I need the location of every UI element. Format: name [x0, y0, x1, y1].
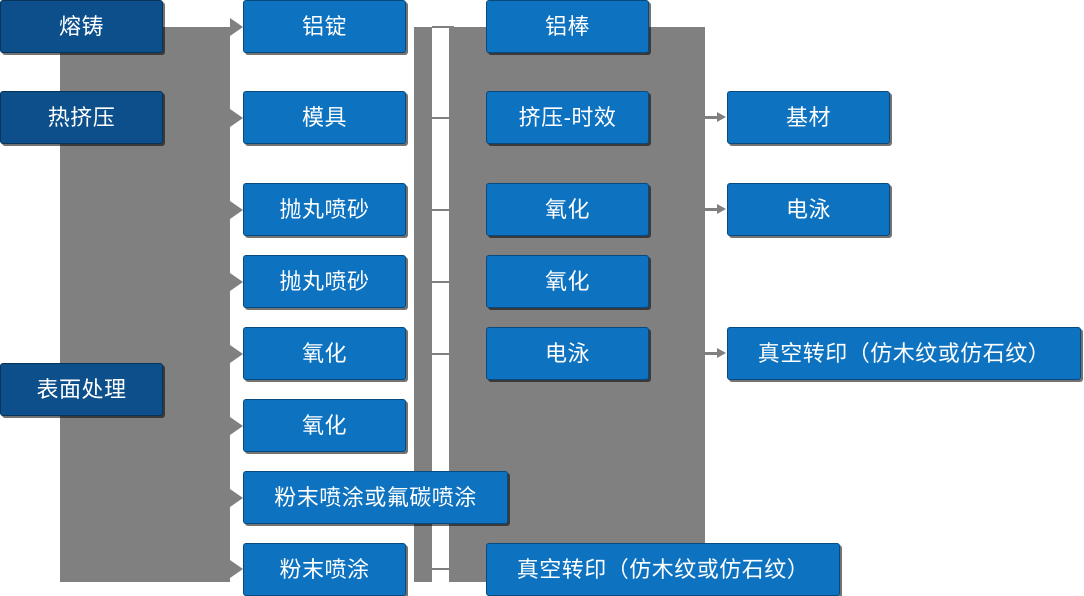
node-base-material[interactable]: 基材 — [727, 91, 890, 144]
stage-melt-cast-label: 熔铸 — [58, 13, 104, 39]
arrow-right-to-mold — [230, 109, 243, 127]
connector-hairline-4 — [432, 281, 454, 283]
node-aluminum-bar-label: 铝棒 — [544, 13, 590, 39]
connector-hairline-1 — [432, 26, 454, 28]
arrow-down-to-hot-extrude — [69, 78, 87, 91]
node-powder-coating-label: 粉末喷涂 — [279, 556, 370, 582]
connector-hairline-2 — [432, 117, 454, 119]
node-powder-or-pvdf[interactable]: 粉末喷涂或氟碳喷涂 — [243, 471, 508, 524]
node-oxidation-2-label: 氧化 — [301, 412, 347, 438]
node-aluminum-bar[interactable]: 铝棒 — [486, 0, 649, 53]
node-vacuum-transfer-2-label: 真空转印（仿木纹或仿石纹） — [757, 340, 1051, 366]
node-oxidation-4-label: 氧化 — [544, 268, 590, 294]
node-vacuum-transfer-1[interactable]: 真空转印（仿木纹或仿石纹） — [486, 543, 840, 596]
node-shot-blast-1[interactable]: 抛丸喷砂 — [243, 183, 406, 236]
arrow-right-to-base-material — [703, 112, 726, 122]
arrow-right-to-oxidation-1 — [230, 345, 243, 363]
node-base-material-label: 基材 — [785, 104, 831, 130]
node-extrude-aging[interactable]: 挤压-时效 — [486, 91, 649, 144]
arrow-right-to-shot-blast-1 — [230, 201, 243, 219]
arrow-right-to-vacuum-transfer-2 — [703, 348, 726, 358]
connector-hairline-5 — [432, 353, 454, 355]
connector-surface-to-trunk — [164, 389, 184, 391]
node-vacuum-transfer-1-label: 真空转印（仿木纹或仿石纹） — [516, 556, 810, 582]
node-oxidation-1[interactable]: 氧化 — [243, 327, 406, 380]
stage-surface-label: 表面处理 — [36, 376, 127, 402]
arrow-right-to-shot-blast-2 — [230, 273, 243, 291]
node-aluminum-ingot-label: 铝锭 — [301, 13, 347, 39]
node-oxidation-2[interactable]: 氧化 — [243, 399, 406, 452]
node-vacuum-transfer-2[interactable]: 真空转印（仿木纹或仿石纹） — [727, 327, 1081, 380]
stage-hot-extrude[interactable]: 热挤压 — [0, 91, 163, 144]
stage-surface[interactable]: 表面处理 — [0, 363, 163, 416]
node-shot-blast-2[interactable]: 抛丸喷砂 — [243, 255, 406, 308]
arrow-right-to-oxidation-2 — [230, 417, 243, 435]
node-electrophoresis-2[interactable]: 电泳 — [727, 183, 890, 236]
node-oxidation-3-label: 氧化 — [544, 196, 590, 222]
node-oxidation-4[interactable]: 氧化 — [486, 255, 649, 308]
connector-bar-inputs — [414, 27, 432, 582]
node-extrude-aging-label: 挤压-时效 — [518, 104, 617, 130]
connector-hairline-3 — [432, 209, 454, 211]
node-mold[interactable]: 模具 — [243, 91, 406, 144]
stage-hot-extrude-label: 热挤压 — [47, 104, 116, 130]
node-oxidation-3[interactable]: 氧化 — [486, 183, 649, 236]
arrow-right-to-powder-or-pvdf — [230, 489, 243, 507]
node-electrophoresis-2-label: 电泳 — [785, 196, 831, 222]
node-shot-blast-1-label: 抛丸喷砂 — [279, 196, 370, 222]
stage-melt-cast[interactable]: 熔铸 — [0, 0, 163, 53]
arrow-down-to-surface — [69, 352, 87, 365]
node-powder-or-pvdf-label: 粉末喷涂或氟碳喷涂 — [274, 484, 477, 510]
node-aluminum-ingot[interactable]: 铝锭 — [243, 0, 406, 53]
node-oxidation-1-label: 氧化 — [301, 340, 347, 366]
arrow-right-to-electrophoresis-2 — [703, 204, 726, 214]
node-electrophoresis-1[interactable]: 电泳 — [486, 327, 649, 380]
node-powder-coating[interactable]: 粉末喷涂 — [243, 543, 406, 596]
node-shot-blast-2-label: 抛丸喷砂 — [279, 268, 370, 294]
arrow-right-to-aluminum-ingot — [230, 18, 243, 36]
node-electrophoresis-1-label: 电泳 — [544, 340, 590, 366]
arrow-right-to-powder-coating — [230, 560, 243, 578]
node-mold-label: 模具 — [301, 104, 347, 130]
connector-hairline-6 — [432, 568, 454, 570]
